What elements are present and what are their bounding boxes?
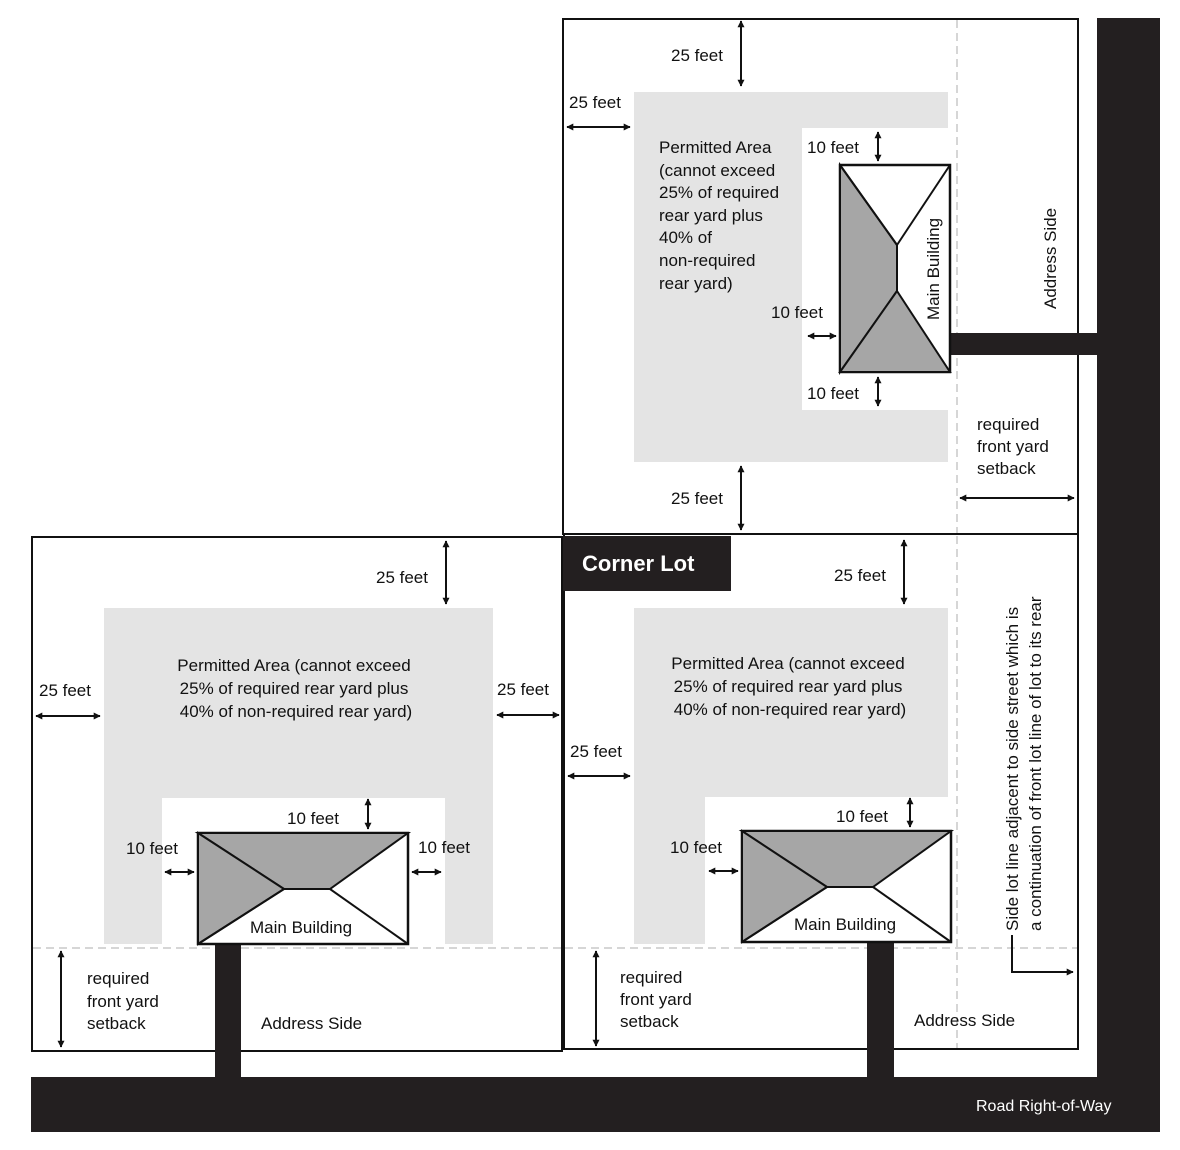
permitted-area-text-right: Permitted Area (cannot exceed 25% of req… <box>671 654 906 719</box>
road-vertical <box>1097 18 1160 1132</box>
permitted-areas <box>104 92 948 944</box>
svg-text:required: required <box>620 968 682 987</box>
svg-text:a continuation of front lot li: a continuation of front lot line of lot … <box>1026 596 1045 931</box>
label-25-top-lot-rear: 25 feet <box>671 46 723 65</box>
main-building-label-left: Main Building <box>250 918 352 937</box>
permitted-area-text-top: Permitted Area (cannot exceed 25% of req… <box>659 138 779 293</box>
driveways <box>215 333 1098 1078</box>
permitted-area-text-left: Permitted Area (cannot exceed 25% of req… <box>177 656 412 721</box>
svg-text:Permitted Area (cannot exceed: Permitted Area (cannot exceed <box>671 654 904 673</box>
label-10-left-building-right: 10 feet <box>418 838 470 857</box>
svg-text:rear yard): rear yard) <box>659 274 733 293</box>
main-building-bottom-left: Main Building <box>194 831 412 946</box>
label-10-right-building-left: 10 feet <box>670 838 722 857</box>
svg-text:40% of non-required rear yard): 40% of non-required rear yard) <box>180 702 412 721</box>
setback-label-right-lot: required front yard setback <box>620 968 692 1031</box>
svg-text:non-required: non-required <box>659 251 755 270</box>
setback-guides <box>33 20 1077 1048</box>
side-lot-line-note: Side lot line adjacent to side street wh… <box>1003 596 1045 931</box>
setback-label-top-lot: required front yard setback <box>977 415 1049 478</box>
svg-text:front yard: front yard <box>977 437 1049 456</box>
label-10-right-building-top: 10 feet <box>836 807 888 826</box>
label-25-right-lot-rear: 25 feet <box>834 566 886 585</box>
dimension-labels: 25 feet 25 feet 25 feet 10 feet 10 feet … <box>39 46 888 858</box>
svg-text:Side lot line adjacent to side: Side lot line adjacent to side street wh… <box>1003 607 1022 931</box>
address-side-label-top-lot: Address Side <box>1041 208 1060 309</box>
svg-text:Permitted Area (cannot exceed: Permitted Area (cannot exceed <box>177 656 410 675</box>
label-25-left-lot-left: 25 feet <box>39 681 91 700</box>
svg-text:required: required <box>87 969 149 988</box>
label-10-top-building-top: 10 feet <box>807 138 859 157</box>
permitted-area-bottom-left <box>104 608 493 944</box>
label-25-top-lot-side: 25 feet <box>569 93 621 112</box>
svg-text:Permitted Area: Permitted Area <box>659 138 772 157</box>
label-25-left-lot-right: 25 feet <box>497 680 549 699</box>
label-10-top-building-left: 10 feet <box>771 303 823 322</box>
svg-text:25% of required rear yard plus: 25% of required rear yard plus <box>674 677 903 696</box>
label-25-top-lot-bottom: 25 feet <box>671 489 723 508</box>
side-lot-line-leader <box>1011 935 1074 976</box>
road-label: Road Right-of-Way <box>976 1098 1111 1115</box>
driveway-right-lot <box>867 942 894 1078</box>
main-building-bottom-right: Main Building <box>738 829 955 944</box>
svg-text:required: required <box>977 415 1039 434</box>
svg-text:front yard: front yard <box>620 990 692 1009</box>
main-building-label-top: Main Building <box>924 218 943 320</box>
bottom-right-lot-outline <box>563 533 1079 1050</box>
bottom-left-lot-outline <box>31 536 563 1052</box>
svg-text:40% of: 40% of <box>659 228 712 247</box>
address-side-label-right-lot: Address Side <box>914 1011 1015 1030</box>
svg-text:setback: setback <box>977 459 1036 478</box>
road-horizontal <box>31 1077 1160 1132</box>
svg-text:40% of non-required rear yard): 40% of non-required rear yard) <box>674 700 906 719</box>
label-25-right-lot-side: 25 feet <box>570 742 622 761</box>
road-right-of-way: Road Right-of-Way <box>31 18 1160 1132</box>
svg-text:rear yard plus: rear yard plus <box>659 206 763 225</box>
label-25-left-lot-rear: 25 feet <box>376 568 428 587</box>
svg-text:setback: setback <box>620 1012 679 1031</box>
driveway-top-lot <box>950 333 1098 355</box>
main-building-top: Main Building <box>838 161 952 376</box>
permitted-area-bottom-right <box>634 608 948 944</box>
svg-text:25% of required: 25% of required <box>659 183 779 202</box>
setback-label-left-lot: required front yard setback <box>87 969 159 1033</box>
lot-outlines <box>31 18 1079 1052</box>
main-building-label-right: Main Building <box>794 915 896 934</box>
svg-text:front yard: front yard <box>87 992 159 1011</box>
dimension-arrows <box>35 20 1075 1048</box>
label-10-left-building-top: 10 feet <box>287 809 339 828</box>
address-side-label-left-lot: Address Side <box>261 1014 362 1033</box>
svg-text:(cannot exceed: (cannot exceed <box>659 161 775 180</box>
driveway-left-lot <box>215 944 241 1078</box>
corner-lot-badge: Corner Lot <box>563 536 731 591</box>
label-10-left-building-left: 10 feet <box>126 839 178 858</box>
svg-text:setback: setback <box>87 1014 146 1033</box>
corner-lot-label: Corner Lot <box>582 551 695 576</box>
permitted-area-top <box>634 92 948 462</box>
svg-text:25% of required rear yard plus: 25% of required rear yard plus <box>180 679 409 698</box>
label-10-top-building-bottom: 10 feet <box>807 384 859 403</box>
